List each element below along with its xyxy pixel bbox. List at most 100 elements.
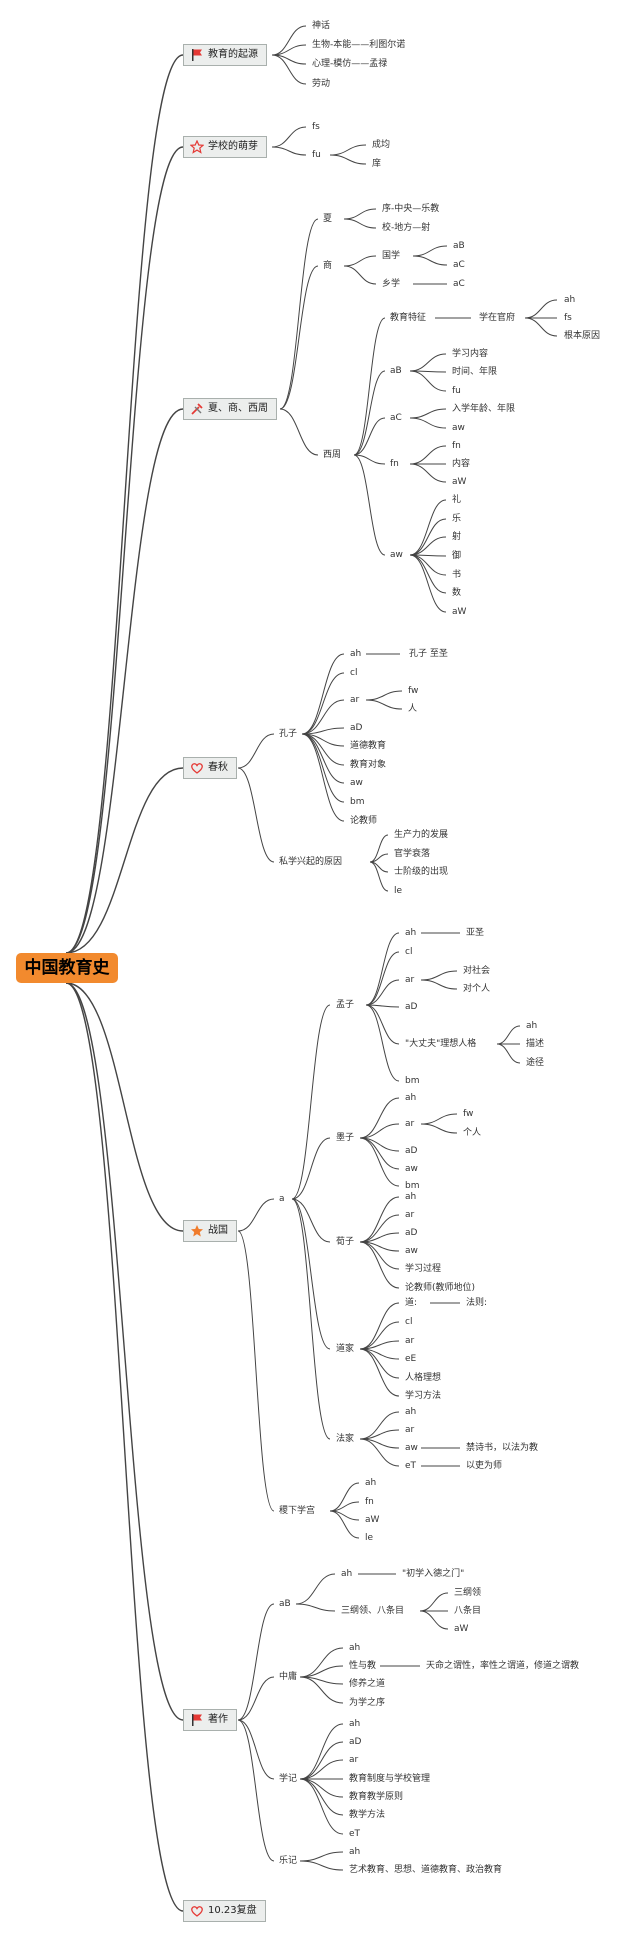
topic-node[interactable]: aw bbox=[405, 1164, 418, 1174]
topic-node[interactable]: 道家 bbox=[336, 1344, 355, 1354]
topic-node[interactable]: ar bbox=[405, 1336, 415, 1346]
topic-node[interactable]: aw bbox=[350, 778, 363, 788]
topic-node[interactable]: 稷下学宫 bbox=[279, 1506, 316, 1516]
topic-node[interactable]: 修养之道 bbox=[349, 1679, 386, 1689]
topic-node[interactable]: eE bbox=[405, 1354, 417, 1364]
topic-node[interactable]: 乡学 bbox=[382, 279, 401, 289]
topic-node[interactable]: bm bbox=[405, 1076, 420, 1086]
branch-school-sprout[interactable]: 学校的萌芽 bbox=[183, 136, 267, 158]
topic-node[interactable]: 教育教学原则 bbox=[349, 1792, 404, 1802]
topic-node[interactable]: 天命之谓性，率性之谓道，修道之谓教 bbox=[426, 1661, 580, 1671]
topic-node[interactable]: 孔子 bbox=[279, 729, 298, 739]
branch-review-1023[interactable]: 10.23复盘 bbox=[183, 1900, 266, 1922]
topic-node[interactable]: 三纲领、八条目 bbox=[341, 1606, 405, 1616]
topic-node[interactable]: aC bbox=[453, 260, 465, 270]
topic-node[interactable]: 学记 bbox=[279, 1774, 298, 1784]
topic-node[interactable]: ah bbox=[405, 1192, 417, 1202]
topic-node[interactable]: 生产力的发展 bbox=[394, 830, 449, 840]
topic-node[interactable]: ah bbox=[564, 295, 576, 305]
topic-node[interactable]: fu bbox=[312, 150, 321, 160]
topic-node[interactable]: cl bbox=[405, 947, 413, 957]
topic-node[interactable]: 神话 bbox=[312, 21, 331, 31]
topic-node[interactable]: 荀子 bbox=[336, 1237, 355, 1247]
topic-node[interactable]: fn bbox=[365, 1497, 374, 1507]
topic-node[interactable]: 庠 bbox=[372, 159, 382, 169]
topic-node[interactable]: ah bbox=[349, 1847, 361, 1857]
topic-node[interactable]: 中庸 bbox=[279, 1672, 298, 1682]
topic-node[interactable]: 三纲领 bbox=[454, 1588, 482, 1598]
topic-node[interactable]: cl bbox=[405, 1317, 413, 1327]
root-topic[interactable]: 中国教育史 bbox=[16, 953, 118, 983]
topic-node[interactable]: 生物-本能——利图尔诺 bbox=[312, 40, 406, 50]
topic-node[interactable]: 学习方法 bbox=[405, 1391, 442, 1401]
topic-node[interactable]: 教学方法 bbox=[349, 1810, 386, 1820]
topic-node[interactable]: 墨子 bbox=[336, 1133, 355, 1143]
branch-spring-autumn[interactable]: 春秋 bbox=[183, 757, 237, 779]
topic-node[interactable]: 商 bbox=[323, 261, 333, 271]
topic-node[interactable]: 教育特征 bbox=[390, 313, 427, 323]
topic-node[interactable]: ah bbox=[349, 1643, 361, 1653]
topic-node[interactable]: 序-中央—乐教 bbox=[382, 204, 440, 214]
topic-node[interactable]: ah bbox=[365, 1478, 377, 1488]
topic-node[interactable]: 亚圣 bbox=[466, 928, 485, 938]
topic-node[interactable]: fn bbox=[390, 459, 399, 469]
topic-node[interactable]: 内容 bbox=[452, 459, 471, 469]
topic-node[interactable]: aw bbox=[390, 550, 403, 560]
topic-node[interactable]: ar bbox=[405, 1119, 415, 1129]
topic-node[interactable]: aw bbox=[405, 1246, 418, 1256]
topic-node[interactable]: aC bbox=[390, 413, 402, 423]
topic-node[interactable]: aW bbox=[452, 607, 467, 617]
topic-node[interactable]: fu bbox=[452, 386, 461, 396]
topic-node[interactable]: aw bbox=[405, 1443, 418, 1453]
topic-node[interactable]: ar bbox=[405, 1210, 415, 1220]
topic-node[interactable]: 性与教 bbox=[349, 1661, 377, 1671]
topic-node[interactable]: 校-地方—射 bbox=[382, 223, 431, 233]
topic-node[interactable]: eT bbox=[405, 1461, 417, 1471]
topic-node[interactable]: 成均 bbox=[372, 140, 391, 150]
topic-node[interactable]: aD bbox=[405, 1228, 418, 1238]
topic-node[interactable]: 论教师 bbox=[350, 816, 378, 826]
topic-node[interactable]: 心理-模仿——孟禄 bbox=[312, 59, 388, 69]
topic-node[interactable]: 学在官府 bbox=[479, 313, 516, 323]
topic-node[interactable]: ah bbox=[405, 1093, 417, 1103]
topic-node[interactable]: ar bbox=[405, 975, 415, 985]
topic-node[interactable]: 为学之序 bbox=[349, 1698, 386, 1708]
topic-node[interactable]: ah bbox=[405, 928, 417, 938]
topic-node[interactable]: ar bbox=[350, 695, 360, 705]
topic-node[interactable]: aC bbox=[453, 279, 465, 289]
topic-node[interactable]: aB bbox=[453, 241, 465, 251]
topic-node[interactable]: 入学年龄、年限 bbox=[452, 404, 516, 414]
topic-node[interactable]: aB bbox=[279, 1599, 291, 1609]
topic-node[interactable]: 西周 bbox=[323, 450, 342, 460]
topic-node[interactable]: aD bbox=[405, 1002, 418, 1012]
topic-node[interactable]: 国学 bbox=[382, 251, 401, 261]
topic-node[interactable]: aB bbox=[390, 366, 402, 376]
branch-xia-shang-zhou[interactable]: 夏、商、西周 bbox=[183, 398, 277, 420]
topic-node[interactable]: 描述 bbox=[526, 1039, 545, 1049]
topic-node[interactable]: 教育制度与学校管理 bbox=[349, 1774, 431, 1784]
topic-node[interactable]: 孔子 至圣 bbox=[409, 649, 448, 659]
topic-node[interactable]: 艺术教育、思想、道德教育、政治教育 bbox=[349, 1865, 503, 1875]
topic-node[interactable]: 乐记 bbox=[279, 1856, 298, 1866]
topic-node[interactable]: 御 bbox=[452, 551, 462, 561]
topic-node[interactable]: 禁诗书，以法为教 bbox=[466, 1443, 539, 1453]
topic-node[interactable]: 道: bbox=[405, 1298, 418, 1308]
topic-node[interactable]: fw bbox=[408, 686, 419, 696]
topic-node[interactable]: eT bbox=[349, 1829, 361, 1839]
topic-node[interactable]: "大丈夫"理想人格 bbox=[405, 1039, 477, 1049]
topic-node[interactable]: aW bbox=[452, 477, 467, 487]
topic-node[interactable]: ar bbox=[349, 1755, 359, 1765]
topic-node[interactable]: "初学入德之门" bbox=[402, 1569, 465, 1579]
topic-node[interactable]: 对个人 bbox=[463, 984, 491, 994]
topic-node[interactable]: 士阶级的出现 bbox=[394, 867, 449, 877]
topic-node[interactable]: cl bbox=[350, 668, 358, 678]
topic-node[interactable]: 礼 bbox=[452, 495, 462, 505]
topic-node[interactable]: 根本原因 bbox=[564, 331, 601, 341]
topic-node[interactable]: fw bbox=[463, 1109, 474, 1119]
topic-node[interactable]: 书 bbox=[452, 570, 462, 580]
topic-node[interactable]: fn bbox=[452, 441, 461, 451]
topic-node[interactable]: 学习内容 bbox=[452, 349, 489, 359]
topic-node[interactable]: 教育对象 bbox=[350, 760, 387, 770]
topic-node[interactable]: fs bbox=[564, 313, 572, 323]
topic-node[interactable]: 人 bbox=[408, 704, 418, 714]
